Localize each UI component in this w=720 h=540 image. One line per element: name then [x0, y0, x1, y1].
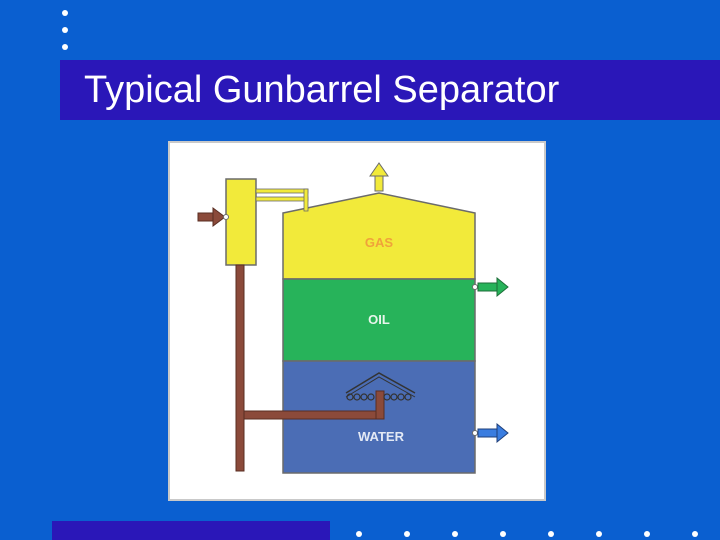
gas-layer-label: GAS — [365, 235, 394, 250]
title-band: Typical Gunbarrel Separator — [60, 60, 720, 120]
slide-title: Typical Gunbarrel Separator — [84, 69, 560, 111]
downcomer-pipe — [235, 264, 385, 472]
water-layer-label: WATER — [358, 429, 405, 444]
decor-dot — [548, 531, 554, 537]
decor-dot — [500, 531, 506, 537]
oil-layer-label: OIL — [368, 312, 390, 327]
decor-dot — [62, 27, 68, 33]
inlet-boot — [225, 178, 257, 266]
separator-diagram: GAS OIL WATER — [168, 141, 546, 501]
decor-dot — [404, 531, 410, 537]
gas-outlet-arrow-icon — [369, 162, 389, 192]
decor-dot — [62, 44, 68, 50]
separator-diagram-svg: GAS OIL WATER — [197, 162, 509, 474]
decor-dot — [596, 531, 602, 537]
inlet-arrow-icon — [197, 207, 229, 227]
water-outlet-arrow-icon — [472, 422, 509, 444]
decor-dot — [62, 10, 68, 16]
oil-layer — [282, 278, 476, 362]
spreader-distributor — [345, 372, 416, 401]
decor-dot — [452, 531, 458, 537]
decor-dot — [644, 531, 650, 537]
gas-equalizer-line — [255, 188, 309, 212]
oil-outlet-arrow-icon — [472, 276, 509, 298]
decor-dot — [356, 531, 362, 537]
footer-band — [52, 521, 330, 540]
decor-dot — [692, 531, 698, 537]
tank-roof — [282, 192, 476, 280]
